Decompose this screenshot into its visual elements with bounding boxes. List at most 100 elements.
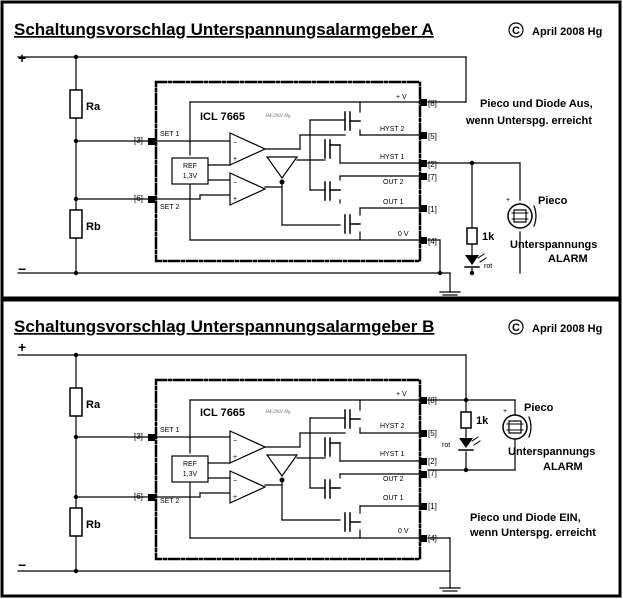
vplus-label: + V: [396, 94, 407, 101]
copyright-date: April 2008 Hg: [532, 26, 602, 38]
pin-1-label: [1]: [428, 205, 437, 214]
copyright-icon: C: [508, 22, 524, 38]
author-signature: JM-2001 Hg: [265, 114, 291, 119]
svg-text:C: C: [512, 322, 520, 334]
alarm-label-2: ALARM: [548, 253, 588, 265]
resistor-1k-label: 1k: [482, 231, 495, 243]
out1-label: OUT 1: [383, 199, 404, 206]
led-color-label: rot: [442, 442, 450, 449]
piezo-plus: +: [506, 197, 510, 204]
set1-label: SET 1: [160, 131, 179, 138]
comparator-1-plus: +: [233, 156, 237, 163]
junction-dots: [73, 54, 475, 276]
svg-text:C: C: [512, 25, 520, 37]
comparator-1-minus: −: [233, 140, 237, 147]
panel-a: Schaltungsvorschlag Unterspannungsalarmg…: [0, 0, 622, 300]
piezo-label: Pieco: [524, 402, 554, 414]
comparator-1-plus: +: [233, 454, 237, 461]
right-pin-pads: [420, 397, 427, 542]
set1-label: SET 1: [160, 427, 179, 434]
transistors: [324, 409, 361, 532]
pin-set1-pad: [148, 434, 155, 441]
minus-rail-label: −: [18, 557, 26, 573]
resistor-rb: [69, 507, 83, 537]
panel-a-title: Schaltungsvorschlag Unterspannungsalarmg…: [14, 20, 434, 39]
hyst1-label: HYST 1: [380, 451, 404, 458]
piezo-plus: +: [503, 408, 507, 415]
reference-voltage: 1,3V: [183, 471, 198, 478]
pin-6-label: [6]: [134, 492, 143, 501]
pin-3-label: [3]: [134, 432, 143, 441]
pin-set1-pad: [148, 138, 155, 145]
hyst2-label: HYST 2: [380, 423, 404, 430]
resistor-ra: [69, 387, 83, 417]
junction-dots: [73, 352, 469, 574]
piezo-buzzer-icon: [502, 414, 532, 440]
comparator-2-icon: [229, 470, 267, 504]
chip-name: ICL 7665: [200, 407, 245, 419]
comparator-2-plus: +: [233, 494, 237, 501]
reference-label: REF: [183, 163, 197, 170]
author-signature: JM-2001 Hg: [265, 410, 291, 415]
reference-block: [171, 157, 209, 185]
pin-5-label: [5]: [428, 132, 437, 141]
resistor-rb-label: Rb: [86, 221, 101, 233]
alarm-label-1: Unterspannungs: [508, 446, 595, 458]
resistor-ra-label: Ra: [86, 399, 101, 411]
resistor-ra-label: Ra: [86, 101, 101, 113]
set2-label: SET 2: [160, 498, 179, 505]
note-line-2: wenn Unterspg. erreicht: [469, 527, 596, 539]
resistor-rb: [69, 209, 83, 239]
panel-b: Schaltungsvorschlag Unterspannungsalarmg…: [0, 298, 622, 598]
pin-3-label: [3]: [134, 136, 143, 145]
pin-2-label: [2]: [428, 160, 437, 169]
pin-4-label: [4]: [428, 237, 437, 246]
note-line-1: Pieco und Diode Aus,: [480, 98, 593, 110]
hyst2-label: HYST 2: [380, 126, 404, 133]
note-line-2: wenn Unterspg. erreicht: [465, 115, 592, 127]
panel-b-title: Schaltungsvorschlag Unterspannungsalarmg…: [14, 317, 434, 336]
out1-label: OUT 1: [383, 495, 404, 502]
led-icon: [464, 253, 487, 268]
inverter-icon: [265, 156, 299, 180]
resistor-1k: [460, 411, 472, 429]
transistors: [324, 111, 361, 234]
pin-7-label: [7]: [428, 173, 437, 182]
panel-b-wires: [17, 354, 516, 592]
copyright-icon: C: [508, 319, 524, 335]
plus-rail-label: +: [18, 339, 26, 355]
pin-set2-pad: [148, 494, 155, 501]
reference-block: [171, 455, 209, 483]
hyst1-label: HYST 1: [380, 154, 404, 161]
reference-label: REF: [183, 461, 197, 468]
panel-a-border: [0, 0, 622, 300]
comparator-2-plus: +: [233, 196, 237, 203]
note-line-1: Pieco und Diode EIN,: [470, 512, 581, 524]
minus-rail-label: −: [18, 261, 26, 277]
alarm-label-1: Unterspannungs: [510, 239, 597, 251]
comparator-2-minus: −: [233, 180, 237, 187]
pin-1-label: [1]: [428, 502, 437, 511]
comparator-2-minus: −: [233, 478, 237, 485]
pin-5-label: [5]: [428, 429, 437, 438]
resistor-ra: [69, 89, 83, 119]
panel-b-border: [0, 298, 622, 598]
zero-v-label: 0 V: [398, 231, 409, 238]
comparator-1-icon: [229, 132, 267, 166]
pin-6-label: [6]: [134, 194, 143, 203]
resistor-rb-label: Rb: [86, 519, 101, 531]
chip-name: ICL 7665: [200, 111, 245, 123]
vplus-label: + V: [396, 391, 407, 398]
comparator-2-icon: [229, 172, 267, 206]
zero-v-label: 0 V: [398, 528, 409, 535]
pin-8-label: [8]: [428, 396, 437, 405]
piezo-label: Pieco: [538, 195, 568, 207]
right-pin-pads: [420, 99, 427, 244]
pin-8-label: [8]: [428, 99, 437, 108]
alarm-label-2: ALARM: [543, 461, 583, 473]
set2-label: SET 2: [160, 204, 179, 211]
panel-a-wires: [17, 56, 521, 296]
copyright-date: April 2008 Hg: [532, 323, 602, 335]
